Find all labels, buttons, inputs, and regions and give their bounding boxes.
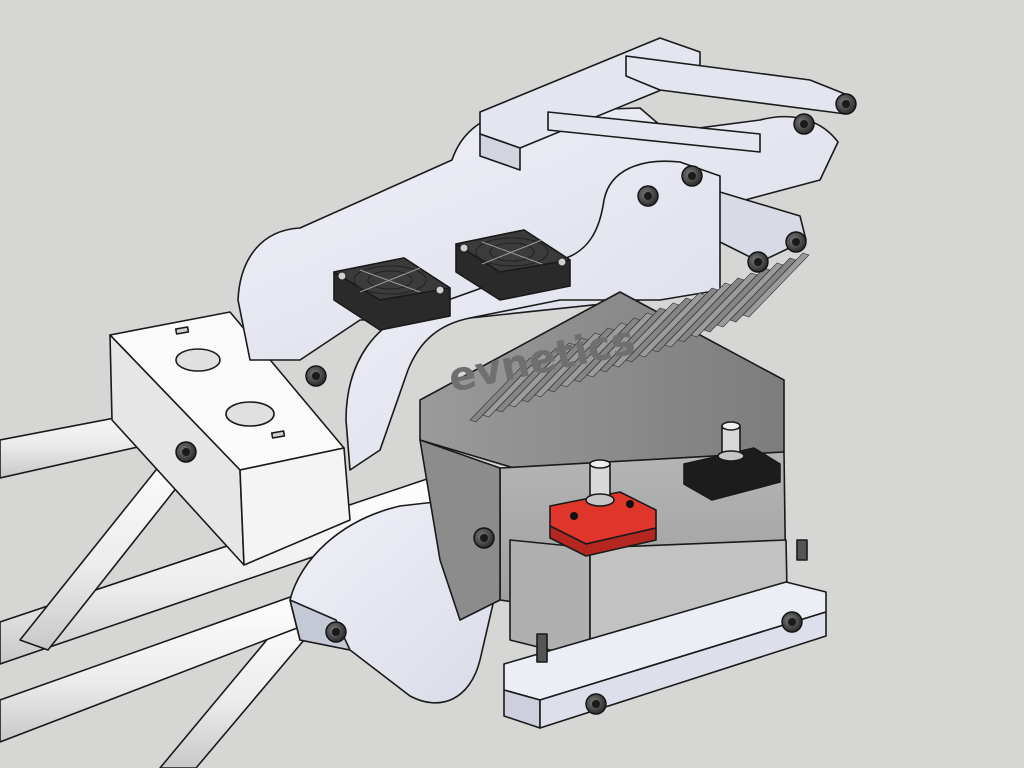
bolt-head (305, 365, 327, 387)
tube-bracket (109, 311, 351, 566)
bolt-head (781, 611, 803, 633)
cooling-fan-right (455, 229, 571, 301)
bracket-slot-1 (174, 326, 190, 335)
negative-terminal-black (683, 421, 781, 501)
bolt-head (681, 165, 703, 187)
bolt-head (835, 93, 857, 115)
bracket-hole-2 (225, 401, 275, 427)
ladder-rail-top-end (479, 133, 521, 171)
ladder-crossbar (547, 111, 761, 153)
standoff (536, 633, 548, 663)
fan-screw (459, 243, 469, 253)
bolt-head (637, 185, 659, 207)
ladder-rail-right (625, 55, 851, 115)
bracket-slot-2 (270, 430, 286, 439)
cooling-fan-left (333, 257, 451, 331)
bolt-head (747, 251, 769, 273)
bolt-head (325, 621, 347, 643)
controller-base-plate (503, 539, 827, 729)
bolt-head (785, 231, 807, 253)
bracket-front-face (239, 447, 351, 566)
controller-fin (742, 252, 810, 318)
bolt-head (175, 441, 197, 463)
bolt-head (585, 693, 607, 715)
bracket-hole-1 (175, 348, 221, 372)
controller-fins (469, 252, 810, 423)
fan-screw (337, 271, 347, 281)
fan-screw (557, 257, 567, 267)
standoff (796, 539, 808, 561)
controller-body-side (419, 439, 501, 621)
fan-screw (435, 285, 445, 295)
bolt-head (793, 113, 815, 135)
socket-head-bolts (175, 93, 857, 715)
bolt-head (473, 527, 495, 549)
positive-terminal-red (549, 459, 657, 557)
